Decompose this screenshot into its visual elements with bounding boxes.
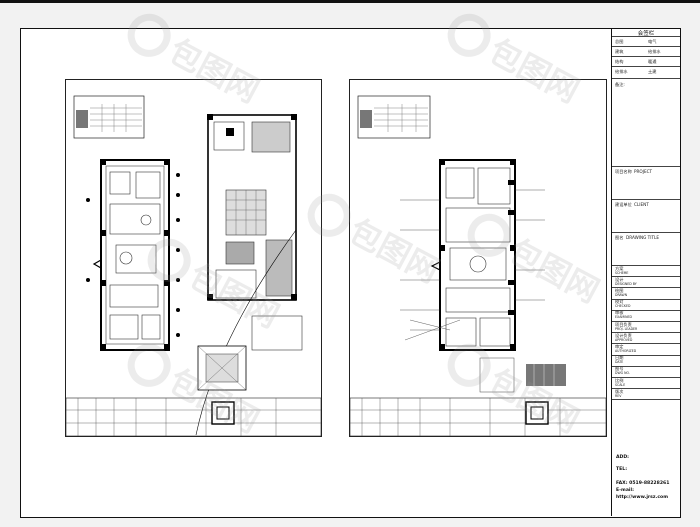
project-name-sub: PROJECT: [634, 169, 653, 174]
client-label: 建设单位: [615, 202, 632, 207]
approval-row-sub: PROJ. LEADER: [615, 326, 638, 331]
approval-row-sub: DATE: [615, 360, 624, 365]
right-floor-plan: [350, 95, 606, 436]
signoff-left: 给排水: [615, 69, 628, 74]
approval-row-sub: APPROVED: [615, 337, 633, 342]
approval-row-label: 项目负责: [615, 321, 632, 327]
approval-row-sub: EXAMINED: [615, 315, 632, 320]
title-block-column: 会签栏 总图 电气 建筑 给排水 结构 暖通 给排水 土建 备注: 项目名称 P…: [611, 28, 680, 516]
fax-line: FAX: 0519-88228261: [616, 481, 670, 486]
approval-row-sub: AUTHORIZED: [615, 348, 637, 353]
signoff-right: 暖通: [648, 59, 657, 64]
left-drawing-panel: [65, 79, 322, 437]
signoff-row: 结构 暖通: [612, 56, 680, 67]
remarks-label: 备注:: [615, 82, 625, 87]
left-floor-plans: [66, 95, 321, 436]
approval-row-label: 审核: [615, 310, 624, 316]
approval-row-sub: SCHEME: [615, 270, 629, 275]
remarks-box: 备注:: [612, 78, 680, 167]
signoff-right: 给排水: [648, 49, 661, 54]
approval-row-sub: CHECKED: [615, 304, 631, 309]
approval-row-label: 审定: [615, 343, 624, 349]
drawing-title-box: 图名 DRAWING TITLE: [612, 232, 680, 266]
signoff-right: 土建: [648, 69, 657, 74]
website-line: http://www.jrsz.com: [616, 495, 668, 500]
signoff-header: 会签栏: [612, 28, 680, 37]
project-name-box: 项目名称 PROJECT: [612, 166, 680, 200]
signoff-right: 电气: [648, 39, 657, 44]
signoff-left: 总图: [615, 39, 624, 44]
approval-row-label: 图号: [615, 366, 624, 372]
approval-row-label: 版次: [615, 388, 624, 394]
approval-row-sub: DWG NO.: [615, 371, 630, 376]
approval-row-label: 比例: [615, 377, 624, 383]
signoff-row: 给排水 土建: [612, 66, 680, 79]
approval-row-label: 绘图: [615, 287, 624, 293]
drawing-title-sub: DRAWING TITLE: [626, 235, 660, 240]
approval-row-label: 校对: [615, 299, 624, 305]
approval-row-sub: DRAWN: [615, 292, 628, 297]
top-border-line: [0, 0, 700, 3]
approval-row-label: 日期: [615, 355, 624, 361]
signoff-row: 总图 电气: [612, 36, 680, 47]
signoff-title: 会签栏: [637, 31, 655, 37]
approval-row-sub: SCALE: [615, 382, 626, 387]
email-label: E-mail:: [616, 488, 634, 493]
client-sub: CLIENT: [634, 202, 649, 207]
approval-row-sub: DESIGNED BY: [615, 281, 637, 286]
approval-row-sub: REV: [615, 393, 622, 398]
signoff-row: 建筑 给排水: [612, 46, 680, 57]
client-box: 建设单位 CLIENT: [612, 199, 680, 233]
signoff-left: 建筑: [615, 49, 624, 54]
approval-row-label: 设计: [615, 276, 624, 282]
approval-row-label: 设计负责: [615, 332, 632, 338]
tel-label: TEL:: [616, 467, 628, 472]
drawing-title-label: 图名: [615, 235, 624, 240]
approval-row-label: 方案: [615, 265, 624, 271]
address-label: ADD:: [616, 455, 630, 460]
project-name-label: 项目名称: [615, 169, 632, 174]
signoff-left: 结构: [615, 59, 624, 64]
right-drawing-panel: [349, 79, 607, 437]
